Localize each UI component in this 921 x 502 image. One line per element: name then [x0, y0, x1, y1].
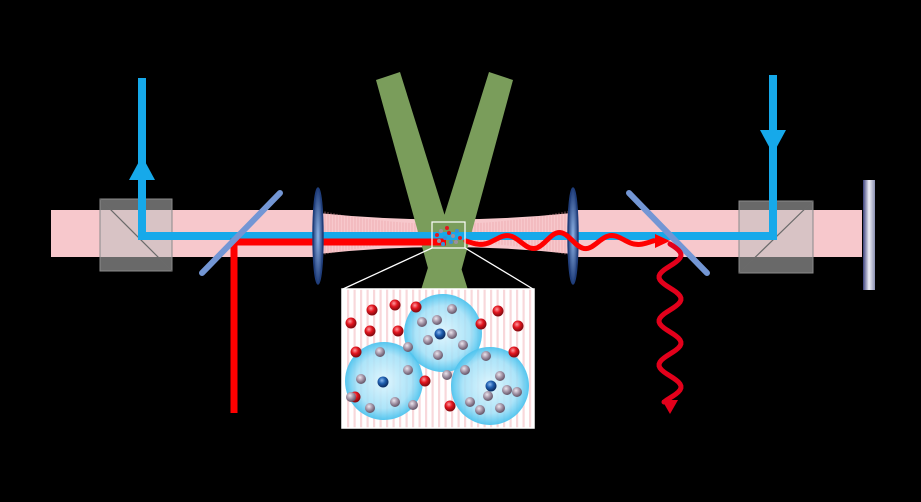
mot-beams	[376, 72, 513, 290]
retro-mirror	[863, 180, 875, 290]
atomic-cloud-focus	[431, 221, 466, 249]
scattered-photon-out	[463, 229, 684, 405]
dichroic-mirror-left	[199, 190, 283, 276]
atomic-cloud-inset	[341, 288, 535, 429]
up-arrow-icon	[129, 156, 155, 180]
lens-left	[312, 187, 324, 285]
zoom-lines	[342, 247, 534, 290]
wavy-arrow-icon	[662, 400, 678, 414]
down-arrow-icon	[760, 130, 786, 154]
dichroic-mirror-right	[626, 190, 710, 276]
